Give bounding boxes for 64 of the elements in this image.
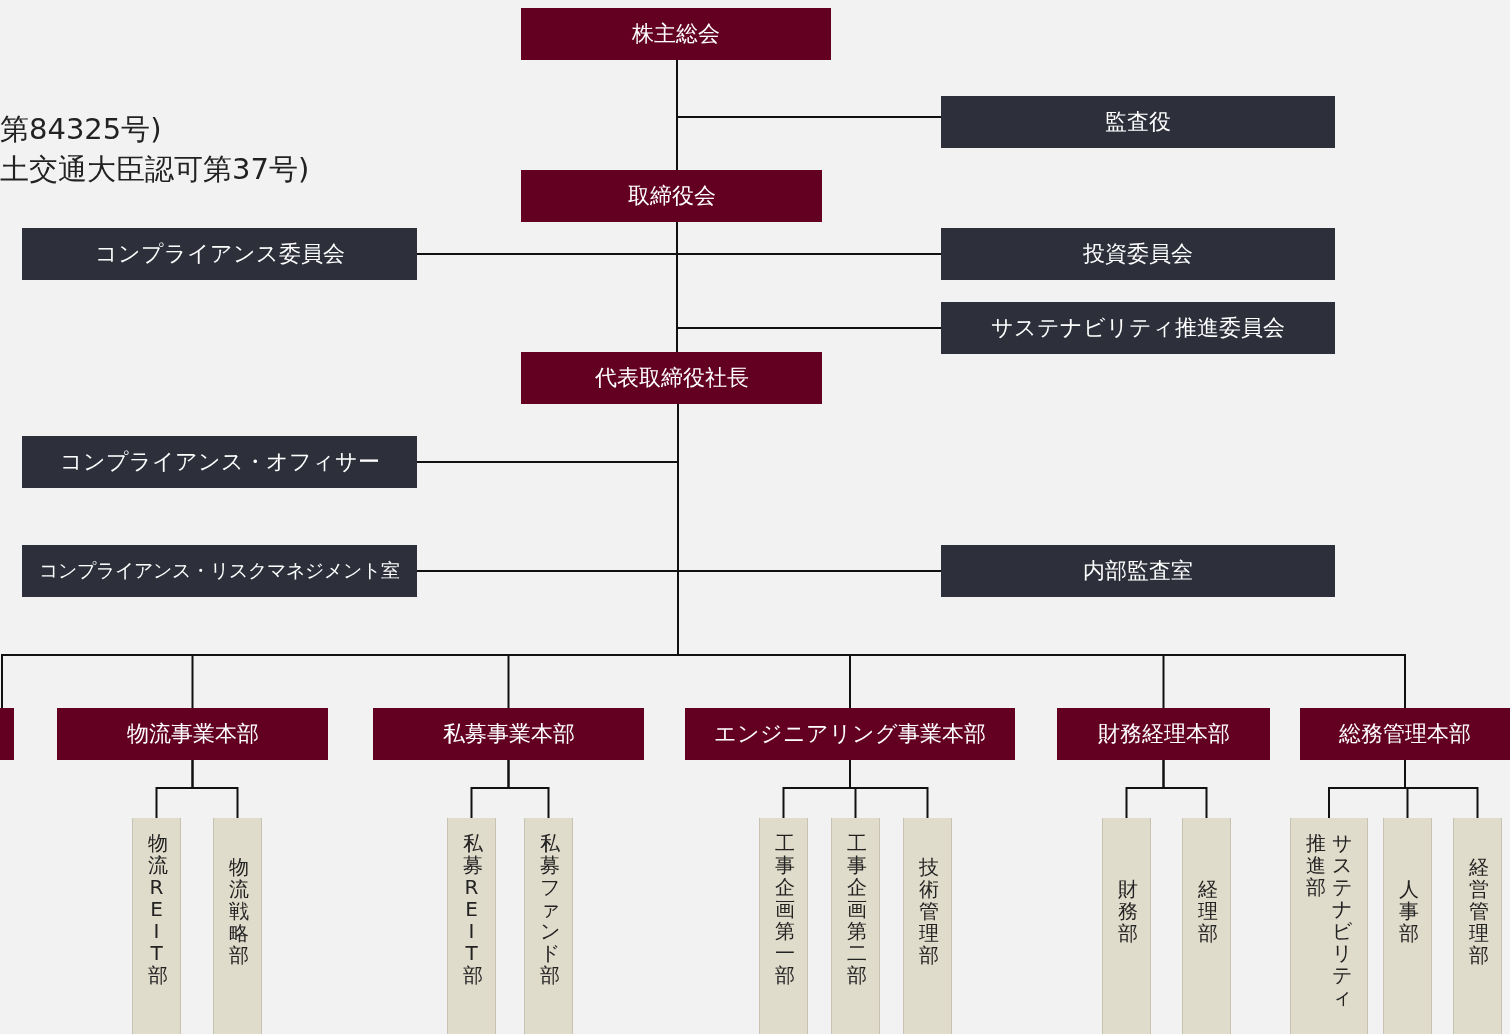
division-box (521, 352, 822, 404)
department-box (1383, 818, 1432, 1034)
connector-line (1162, 759, 1208, 819)
department-name: サステナビリティ推進部 (1306, 832, 1352, 1008)
department-name: 私募ファンド部 (539, 832, 558, 986)
department-name: 技術管理部 (918, 856, 937, 966)
department-box (1182, 818, 1231, 1034)
department-name: 取締役会 (627, 182, 716, 210)
department-box (759, 818, 808, 1034)
connector-line (1404, 759, 1479, 819)
department-name: 物流REIT部 (147, 832, 166, 986)
department-box (1290, 818, 1368, 1034)
department-name: 総務管理本部 (1339, 720, 1471, 748)
committee-box (22, 545, 417, 597)
department-name: 経営管理部 (1468, 856, 1487, 966)
division-box (521, 8, 831, 60)
department-name: サステナビリティ推進委員会 (991, 314, 1285, 342)
department-name: エンジニアリング事業本部 (714, 720, 986, 748)
department-box (903, 818, 952, 1034)
department-name: 財務部 (1117, 878, 1136, 944)
department-box (831, 818, 880, 1034)
department-name: コンプライアンス・オフィサー (59, 448, 380, 476)
department-name: 株主総会 (632, 20, 720, 48)
department-name: 私募事業本部 (442, 720, 575, 748)
department-box (1453, 818, 1502, 1034)
department-name: 物流事業本部 (126, 720, 259, 748)
department-name: 財務経理本部 (1097, 720, 1230, 748)
division-box (373, 708, 644, 760)
division-box (1057, 708, 1270, 760)
department-box (447, 818, 496, 1034)
connector-line (676, 59, 942, 118)
registration-note: 土交通大臣認可第37号) (0, 151, 310, 188)
department-box (132, 818, 181, 1034)
department-name: 人事部 (1398, 878, 1417, 944)
department-name: 監査役 (1105, 108, 1171, 136)
connector-line (507, 759, 550, 819)
department-name: 工事企画第一部 (774, 832, 793, 986)
connector-line (849, 759, 929, 819)
committee-box (941, 545, 1335, 597)
department-name: 私募REIT部 (462, 832, 481, 986)
department-name: 経理部 (1197, 878, 1216, 944)
department-name: 内部監査室 (1083, 557, 1193, 585)
division-box (685, 708, 1015, 760)
committee-box (941, 96, 1335, 148)
department-name: 物流戦略部 (228, 856, 247, 966)
committee-box (941, 302, 1335, 354)
registration-note: 第84325号) (0, 111, 162, 148)
committee-box (941, 228, 1335, 280)
connector-line (191, 759, 239, 819)
department-name: コンプライアンス・リスクマネジメント室 (39, 558, 400, 583)
division-box (57, 708, 328, 760)
division-box (1300, 708, 1510, 760)
committee-box (22, 228, 417, 280)
department-name: コンプライアンス委員会 (94, 240, 345, 268)
division-box (521, 170, 822, 222)
division-box (0, 708, 14, 760)
department-box (213, 818, 262, 1034)
department-name: 代表取締役社長 (594, 364, 749, 392)
department-name: 工事企画第二部 (846, 832, 865, 986)
connector-line (676, 221, 678, 353)
department-box (524, 818, 573, 1034)
committee-box (22, 436, 417, 488)
department-box (1102, 818, 1151, 1034)
department-name: 投資委員会 (1083, 240, 1193, 268)
